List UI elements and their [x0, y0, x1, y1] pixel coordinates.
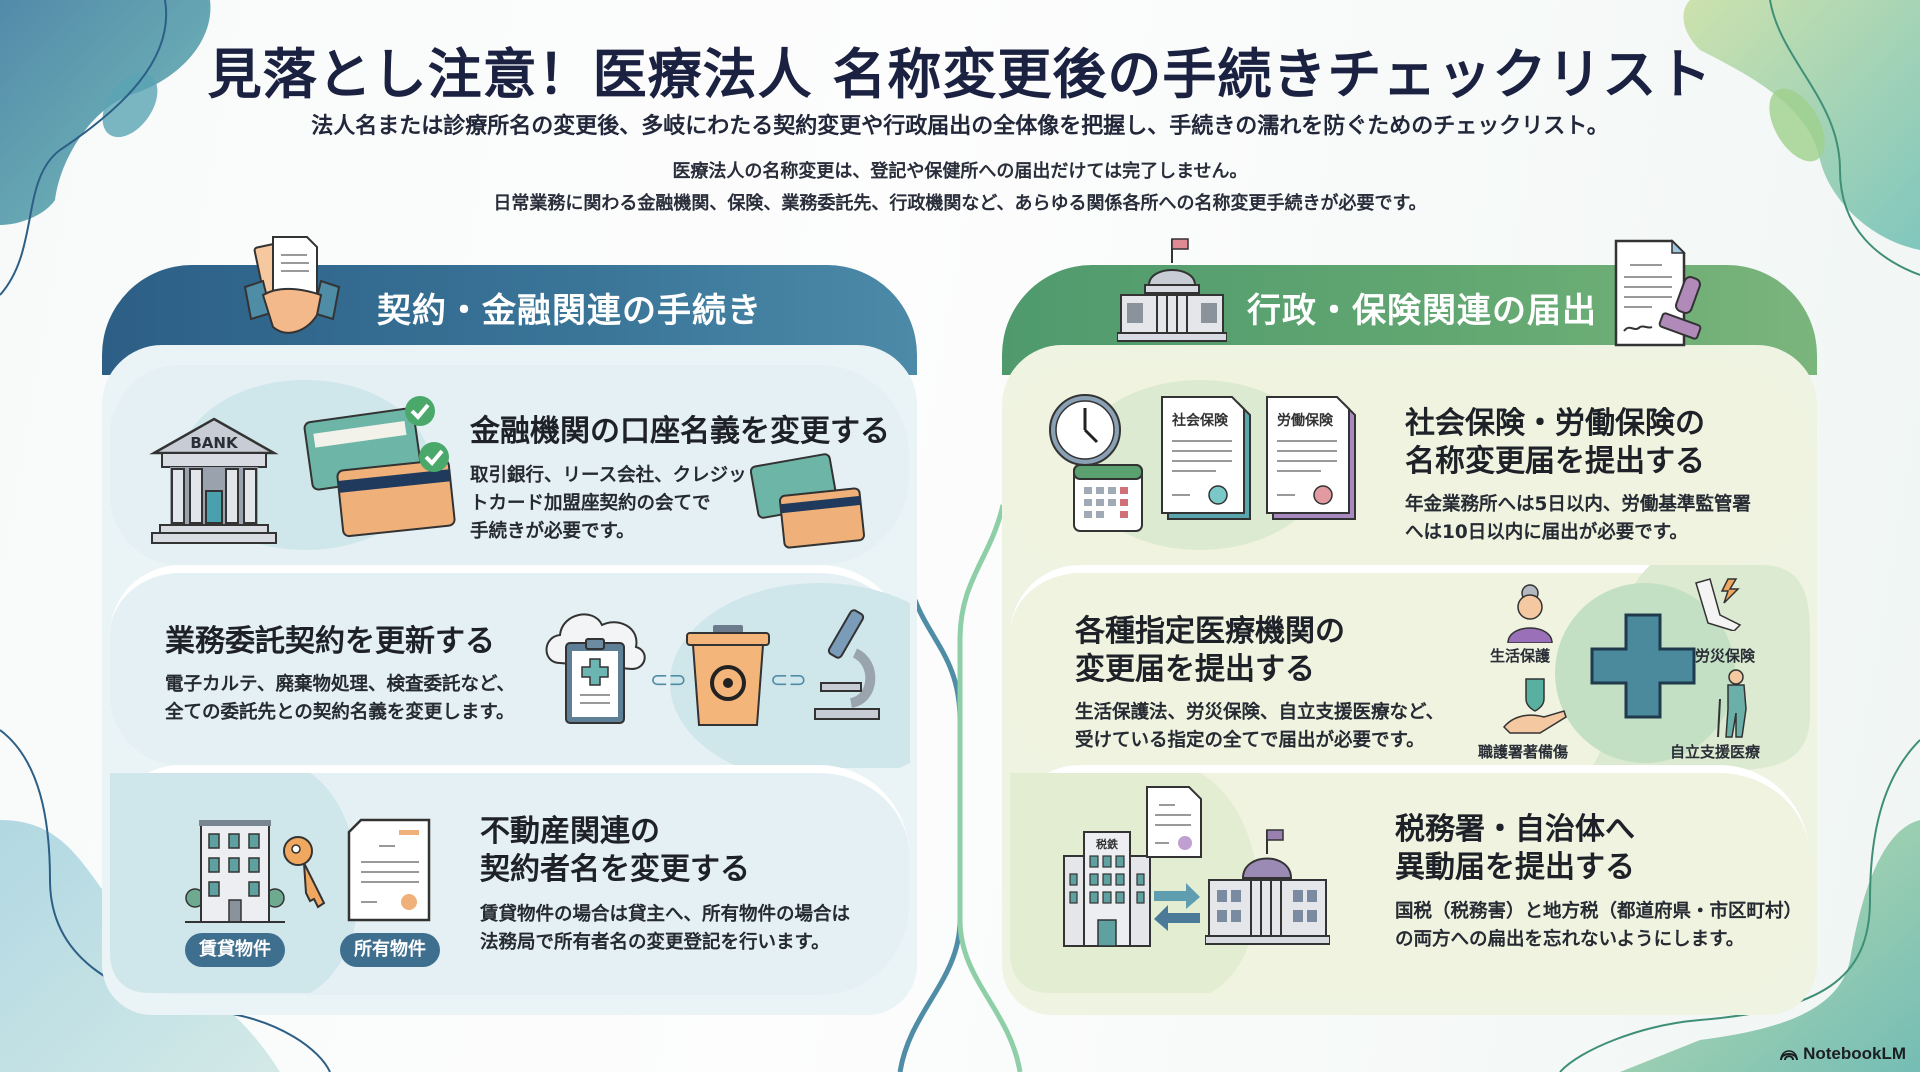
contract-finance-panel: 契約・金融関連の手続き BANK 金融機関の口座名義を変更する: [102, 236, 917, 1015]
government-building-icon: [1117, 238, 1227, 342]
svg-text:労働保険: 労働保険: [1277, 412, 1334, 429]
page-subtitle: 法人名または診療所名の変更後、多岐にわたる契約変更や行政届出の全体像を把握し、手…: [311, 114, 1609, 139]
admin-insurance-panel: 行政・保険関連の届出 社会保険: [1002, 238, 1817, 1015]
card-title: 各種指定医療機関の 変更届を提出する: [1075, 614, 1345, 687]
checklist-card-bank: BANK 金融機関の口座名義を変更する 取引銀行、リース会社、クレジッ トカード…: [110, 365, 909, 565]
microscope-icon: [814, 609, 880, 720]
checklist-card-tax-office: 税鉄 税務署・自治体へ: [1010, 765, 1809, 995]
svg-text:社会保険: 社会保険: [1171, 412, 1229, 429]
panel-title: 契約・金融関連の手続き: [377, 291, 762, 331]
tag-rental: 賃貸物件: [185, 933, 285, 967]
elderly-cane-icon: [1717, 669, 1747, 738]
card-text: 取引銀行、リース会社、クレジッ トカード加盟座契約の会てで 手続きが必要です。: [470, 465, 747, 542]
card-title: 不動産関連の 契約者名を変更する: [480, 814, 750, 887]
checklist-card-social-insurance: 社会保険 労働保険 社会保険・労働保険の 名称変更届を提出する 年金業務所へは5…: [1010, 365, 1809, 565]
exchange-arrows-icon: [1154, 883, 1200, 931]
injured-arm-icon: [1695, 578, 1742, 631]
bank-icon: BANK: [149, 417, 279, 544]
card-title: 金融機関の口座名義を変更する: [470, 414, 890, 449]
svg-text:BANK: BANK: [190, 434, 239, 452]
cloud-clipboard-icon: [545, 613, 646, 724]
elderly-woman-icon: [1507, 584, 1553, 643]
document-icon: 社会保険: [1161, 396, 1251, 520]
checklist-card-outsourcing: 業務委託契約を更新する 電子カルテ、廃棄物処理、検査委託など、 全ての委託先との…: [110, 565, 910, 768]
watermark-label: NotebookLM: [1803, 1044, 1906, 1063]
handshake-document-icon: [243, 236, 341, 334]
card-text: 電子カルテ、廃棄物処理、検査委託など、 全ての委託先との契約名義を変更します。: [165, 674, 516, 723]
label-independence-support: 自立支援医療: [1670, 743, 1761, 761]
card-text: 賃貸物件の場合は貸主へ、所有物件の場合は 法務局で所有者名の変更登記を行います。: [480, 904, 851, 953]
card-title: 業務委託契約を更新する: [165, 624, 495, 659]
intro-text: 医療法人の名称変更は、登記や保健所への届出だけては完了しません。 日常業務に関わ…: [0, 156, 1920, 220]
medical-cross-icon: [1590, 613, 1696, 719]
credit-card-check-icon: [303, 396, 456, 538]
card-text: 生活保護法、労災保険、自立支援医療など、 受けている指定の全てで届出が必要です。: [1075, 702, 1445, 751]
intro-line-2: 日常業務に関わる金融機関、保険、業務委託先、行政機関など、あらゆる関係各所への名…: [493, 193, 1427, 214]
building-icon: [185, 820, 285, 923]
notebooklm-logo-icon: [1780, 1050, 1799, 1061]
link-icon: ⊂⊃: [770, 668, 807, 693]
label-war-injury: 職護署著備傷: [1478, 743, 1569, 761]
document-stamp-icon: [1614, 239, 1702, 347]
calendar-icon: [1073, 464, 1143, 532]
shield-hand-icon: [1502, 678, 1567, 734]
clock-icon: [1049, 394, 1121, 466]
label-public-assistance: 生活保護: [1490, 647, 1551, 665]
card-text: 年金業務所へは5日以内、労働基準監管署 へは10日以内に届出が必要です。: [1405, 494, 1751, 543]
intro-line-1: 医療法人の名称変更は、登記や保健所への届出だけては完了しません。: [672, 161, 1248, 182]
svg-text:税鉄: 税鉄: [1096, 837, 1119, 851]
link-icon: ⊂⊃: [650, 668, 687, 693]
card-title: 社会保険・労働保険の 名称変更届を提出する: [1405, 406, 1705, 479]
biohazard-bin-icon: [686, 625, 770, 726]
notebooklm-watermark: NotebookLM: [1780, 1044, 1906, 1064]
certificate-icon: [347, 818, 431, 922]
city-hall-icon: [1205, 829, 1330, 945]
tax-office-building-icon: 税鉄: [1063, 831, 1151, 947]
checklist-card-designated-institution: 各種指定医療機関の 変更届を提出する 生活保護法、労災保険、自立支援医療など、 …: [1010, 565, 1810, 770]
page-title: 見落とし注意！医療法人 名称変更後の手続きチェックリスト: [207, 43, 1713, 106]
checklist-card-real-estate: 賃貸物件 所有物件 不動産関連の 契約者名を変更する 賃貸物件の場合は貸主へ、所…: [110, 765, 909, 995]
document-icon: 労働保険: [1266, 396, 1356, 520]
label-workers-comp: 労災保険: [1695, 647, 1756, 665]
panel-title: 行政・保険関連の届出: [1247, 291, 1597, 331]
credit-card-icon: [750, 453, 866, 549]
card-text: 国税（税務害）と地方税（都道府県・市区町村） の両方への扁出を忘れないようにしま…: [1395, 901, 1803, 950]
tag-owned: 所有物件: [340, 933, 440, 967]
document-icon: [1146, 786, 1202, 858]
card-title: 税務署・自治体へ 異動届を提出する: [1395, 812, 1635, 885]
key-icon: [283, 836, 326, 909]
